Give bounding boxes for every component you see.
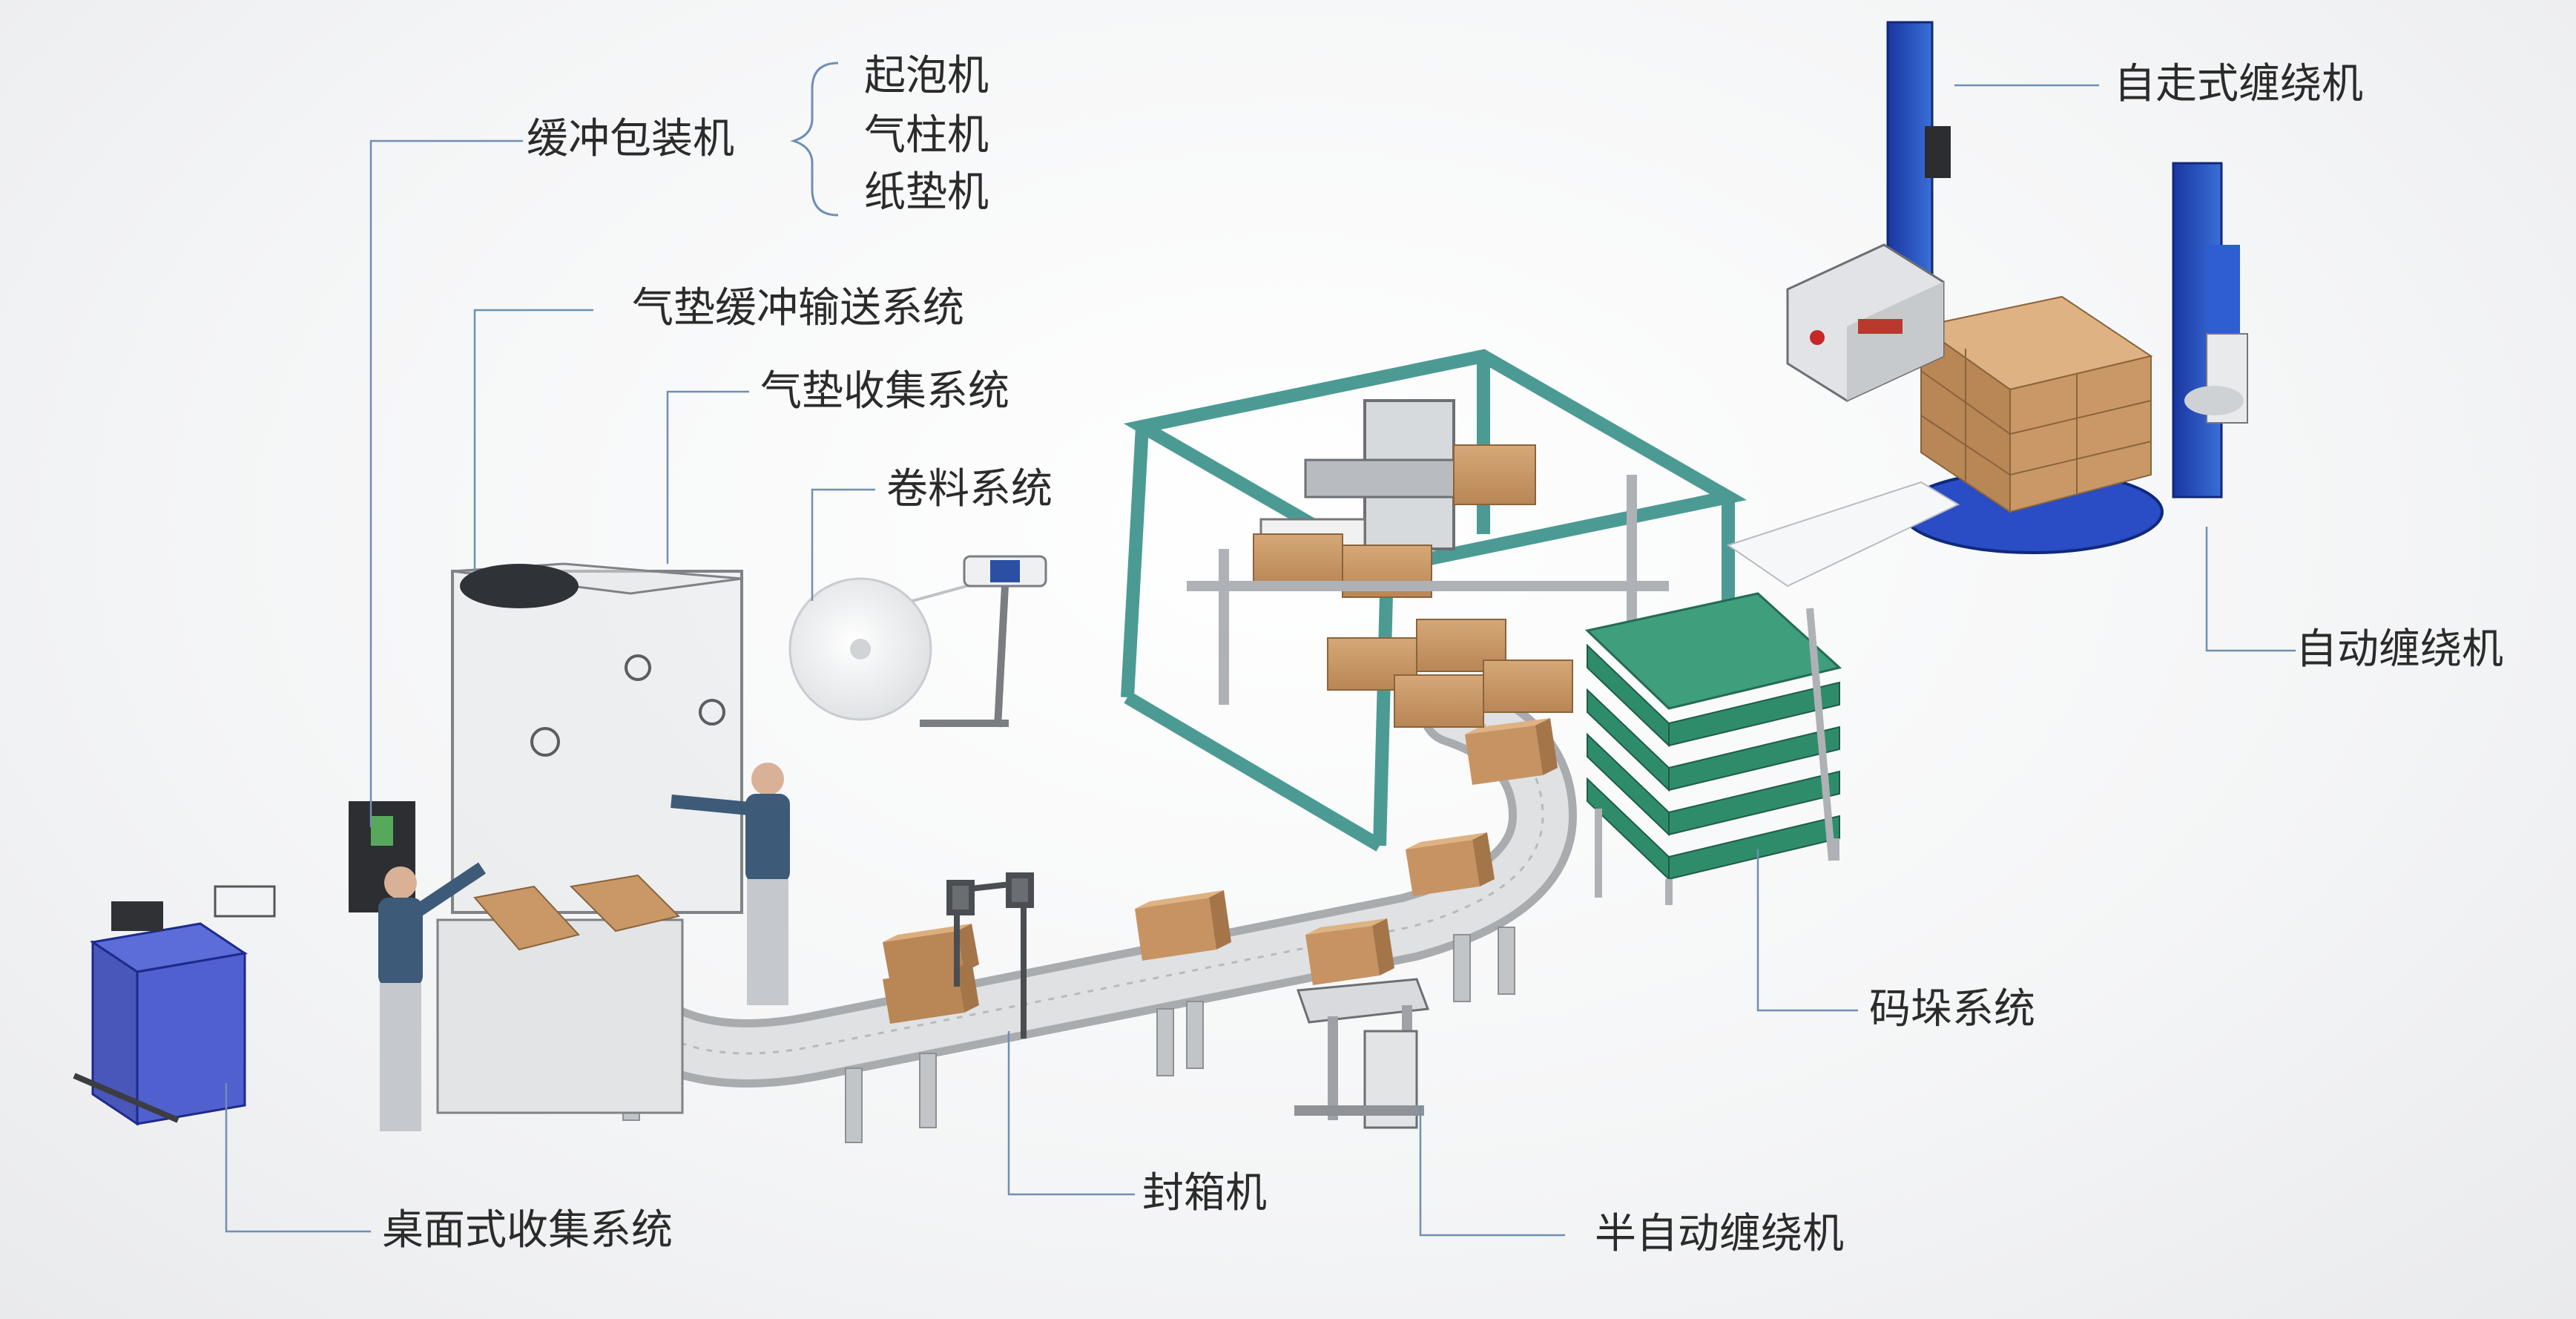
stretch-film bbox=[1726, 481, 1960, 588]
carton bbox=[883, 924, 979, 983]
desktop-collection-system bbox=[73, 885, 276, 1126]
label-self-propelled-wrapper: 自走式缠绕机 bbox=[2114, 60, 2363, 108]
label-roll-material: 卷料系统 bbox=[886, 465, 1053, 513]
agv-robot-icon bbox=[1786, 243, 1945, 402]
carton bbox=[1135, 890, 1231, 961]
carton bbox=[883, 961, 979, 1024]
brace-connector bbox=[790, 62, 839, 217]
air-cushion-enclosure bbox=[436, 562, 743, 1114]
label-foam-machine: 起泡机 bbox=[864, 52, 989, 100]
leader-lines bbox=[225, 84, 2296, 1237]
carton bbox=[1305, 918, 1394, 985]
label-air-cushion-collection: 气垫收集系统 bbox=[760, 367, 1009, 415]
carton bbox=[1465, 718, 1558, 785]
air-cushion-roll-icon bbox=[788, 555, 1047, 728]
worker-figure-icon bbox=[378, 862, 486, 1131]
semi-auto-wrapper-machine bbox=[1294, 978, 1430, 1129]
label-case-sealer: 封箱机 bbox=[1142, 1169, 1267, 1217]
label-paper-pad-machine: 纸垫机 bbox=[864, 168, 989, 217]
label-air-cushion-conveying: 气垫缓冲输送系统 bbox=[632, 284, 964, 332]
self-propelled-wrapper-machine bbox=[1886, 21, 1951, 276]
wrapped-pallet bbox=[1919, 295, 2153, 513]
packing-cartons-open bbox=[473, 874, 680, 951]
label-cushion-packaging: 缓冲包装机 bbox=[527, 115, 734, 163]
label-auto-wrapper: 自动缠绕机 bbox=[2296, 625, 2503, 674]
pallet-stack bbox=[1584, 592, 1842, 905]
worker-figure-icon bbox=[671, 763, 790, 1005]
case-sealer-machine bbox=[946, 872, 1034, 1039]
label-semi-auto-wrapper: 半自动缠绕机 bbox=[1595, 1210, 1844, 1258]
gantry-legs-frame bbox=[1187, 475, 1669, 705]
label-palletizing: 码垛系统 bbox=[1869, 985, 2035, 1033]
carton bbox=[1406, 832, 1495, 896]
label-air-column-machine: 气柱机 bbox=[864, 111, 989, 159]
label-desktop-collection: 桌面式收集系统 bbox=[382, 1206, 673, 1254]
auto-wrapper-machine bbox=[1901, 162, 2248, 554]
carton-boxes bbox=[883, 718, 1558, 1024]
